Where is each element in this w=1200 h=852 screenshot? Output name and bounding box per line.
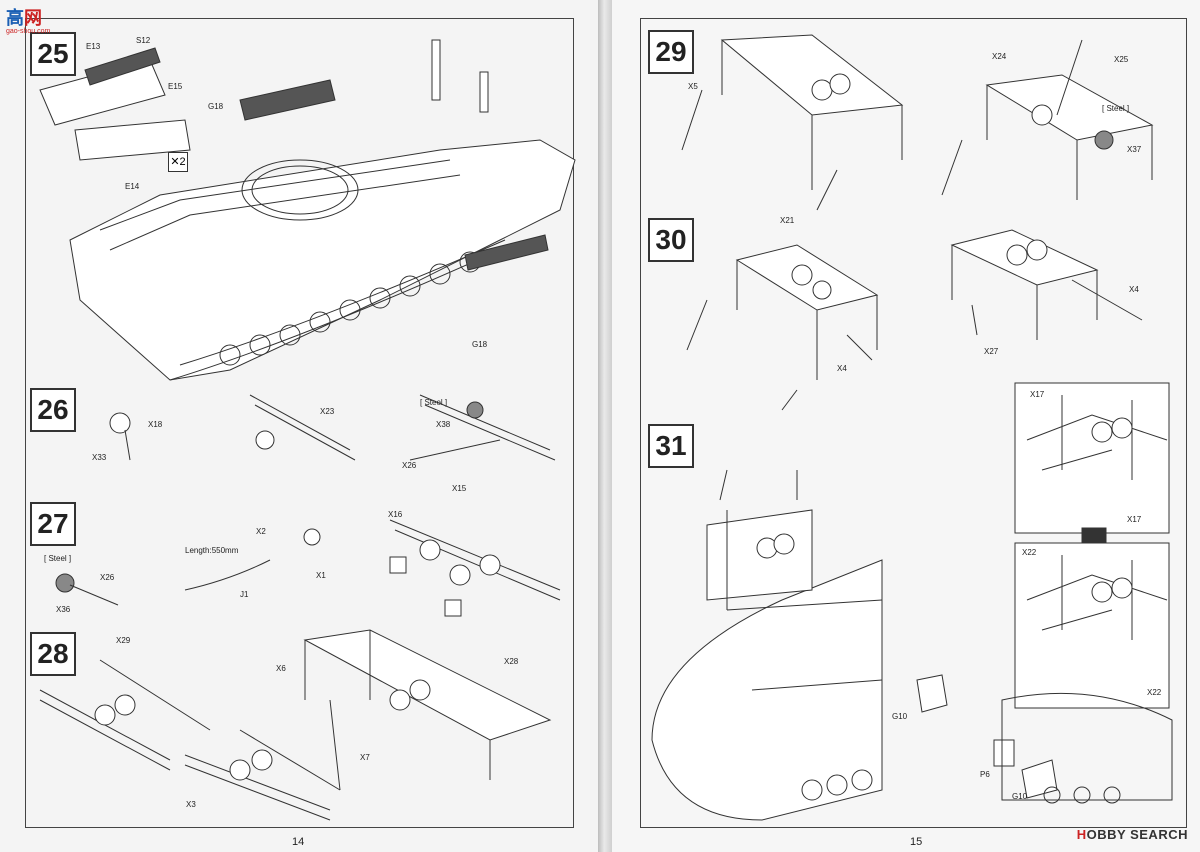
part-label: X25 bbox=[1114, 55, 1129, 64]
part-label: X7 bbox=[360, 753, 370, 762]
part-label: X18 bbox=[148, 420, 163, 429]
part-label: P6 bbox=[980, 770, 990, 779]
site-logo: 高网 gao-shou.com bbox=[6, 4, 50, 35]
length-label: Length:550mm bbox=[185, 546, 239, 555]
part-label: X26 bbox=[402, 461, 417, 470]
part-label: X15 bbox=[452, 484, 467, 493]
right-page: 29 30 31 X5 X24 X25 [ Steel ] X37 X21 X4… bbox=[612, 0, 1200, 852]
part-label: X24 bbox=[992, 52, 1007, 61]
part-label: E13 bbox=[86, 42, 101, 51]
part-label: X37 bbox=[1127, 145, 1142, 154]
part-label: X33 bbox=[92, 453, 107, 462]
hobby-search-logo: HOBBY SEARCH bbox=[1077, 827, 1188, 842]
part-label: G18 bbox=[472, 340, 488, 349]
material-label: [ Steel ] bbox=[420, 398, 448, 407]
book-gutter bbox=[598, 0, 612, 852]
material-label: [ Steel ] bbox=[44, 554, 72, 563]
part-label: X38 bbox=[436, 420, 451, 429]
part-label: G18 bbox=[208, 102, 224, 111]
step-30-number: 30 bbox=[648, 218, 694, 262]
part-label: X36 bbox=[56, 605, 71, 614]
right-page-frame bbox=[640, 18, 1187, 828]
left-page-frame bbox=[25, 18, 574, 828]
page-number: 14 bbox=[292, 836, 305, 848]
part-label: X2 bbox=[256, 527, 266, 536]
part-label: X27 bbox=[984, 347, 999, 356]
logo-url: gao-shou.com bbox=[6, 28, 51, 35]
part-label: X21 bbox=[780, 216, 795, 225]
part-label: X17 bbox=[1030, 390, 1045, 399]
part-label: X16 bbox=[388, 510, 403, 519]
part-label: G10 bbox=[892, 712, 908, 721]
part-label: X1 bbox=[316, 571, 326, 580]
part-label: X3 bbox=[186, 800, 196, 809]
step-26-number: 26 bbox=[30, 388, 76, 432]
part-label: X29 bbox=[116, 636, 131, 645]
part-label: E14 bbox=[125, 182, 140, 191]
part-label: X28 bbox=[504, 657, 519, 666]
logo-main-glyph: 高 bbox=[6, 8, 24, 28]
step-28-number: 28 bbox=[30, 632, 76, 676]
part-label: X22 bbox=[1022, 548, 1037, 557]
left-page: 25 26 27 28 E13 S12 E15 E14 ✕2 G18 G18 X… bbox=[0, 0, 598, 852]
part-label: X6 bbox=[276, 664, 286, 673]
steps-29-31-drawings bbox=[651, 34, 1173, 821]
part-label: S12 bbox=[136, 36, 151, 45]
step-25-number: 25 bbox=[30, 32, 76, 76]
quantity-badge: ✕2 bbox=[168, 152, 188, 172]
part-label: E15 bbox=[168, 82, 183, 91]
page-number: 15 bbox=[910, 836, 923, 848]
part-label: J1 bbox=[240, 590, 249, 599]
logo-accent-glyph: 网 bbox=[24, 8, 42, 28]
part-label: X4 bbox=[1129, 285, 1139, 294]
part-label: G10 bbox=[1012, 792, 1028, 801]
part-label: X4 bbox=[837, 364, 847, 373]
part-label: X5 bbox=[688, 82, 698, 91]
brand-prefix: H bbox=[1076, 827, 1087, 842]
brand-name: OBBY SEARCH bbox=[1086, 827, 1188, 842]
part-label: X26 bbox=[100, 573, 115, 582]
part-label: X23 bbox=[320, 407, 335, 416]
step-29-number: 29 bbox=[648, 30, 694, 74]
step-25-tank-drawing bbox=[39, 39, 576, 821]
step-31-number: 31 bbox=[648, 424, 694, 468]
material-label: [ Steel ] bbox=[1102, 104, 1130, 113]
part-label: X17 bbox=[1127, 515, 1142, 524]
step-27-number: 27 bbox=[30, 502, 76, 546]
part-label: X22 bbox=[1147, 688, 1162, 697]
